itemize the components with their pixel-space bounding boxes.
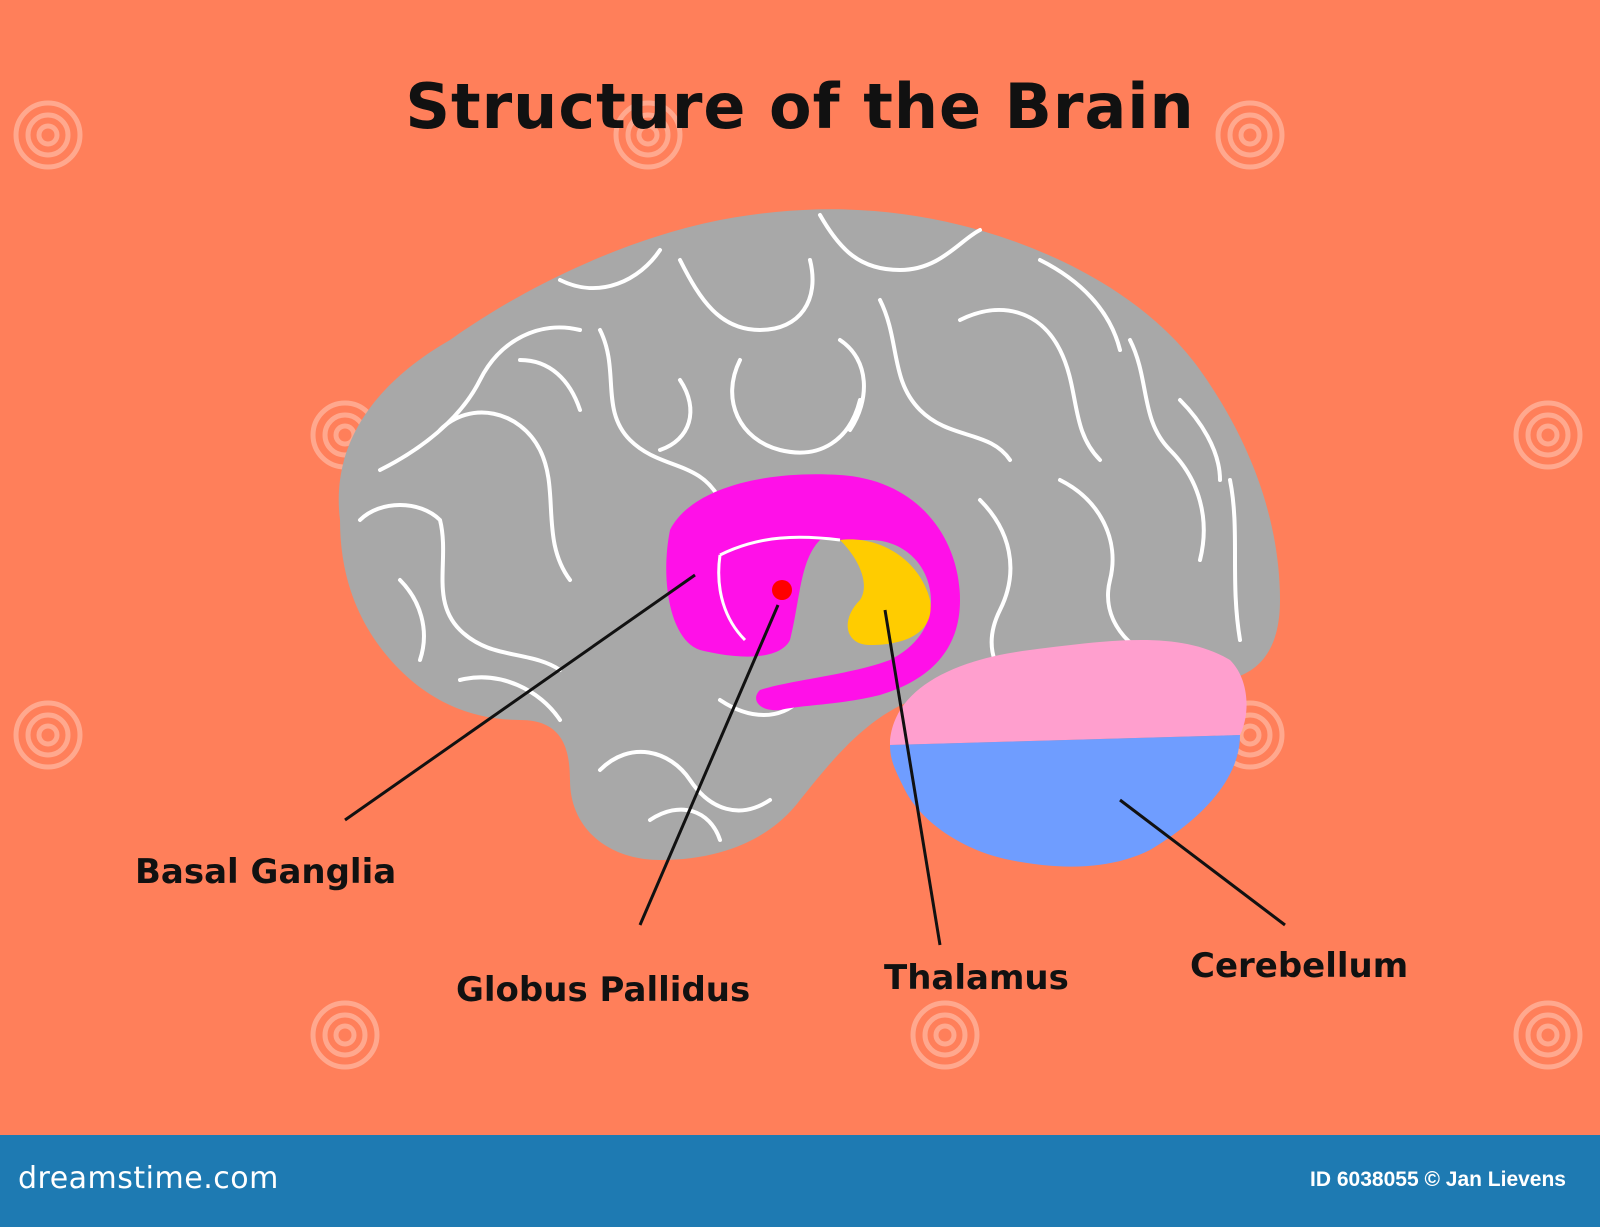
- gyri-lines: [358, 213, 1242, 842]
- leader-globus-pallidus: [638, 604, 780, 926]
- globus-pallidus-dot: [772, 580, 792, 600]
- brain-illustration: [13, 100, 1583, 1070]
- leader-thalamus: [883, 609, 942, 946]
- cerebellum-top-shape: [890, 640, 1247, 745]
- basal-ganglia-shape: [666, 474, 960, 711]
- footer-site-name[interactable]: dreamstime.com: [18, 1161, 279, 1196]
- label-thalamus: Thalamus: [884, 958, 1069, 998]
- footer-bar: dreamstime.com ID 6038055 © Jan Lievens: [0, 1135, 1600, 1227]
- leader-lines: [344, 573, 1286, 946]
- cerebellum-bottom-shape: [890, 735, 1240, 867]
- label-globus-pallidus: Globus Pallidus: [456, 970, 751, 1010]
- label-cerebellum: Cerebellum: [1190, 946, 1409, 986]
- thalamus-shape: [840, 539, 931, 645]
- diagram-title: Structure of the Brain: [405, 70, 1195, 143]
- leader-basal-ganglia: [344, 573, 696, 822]
- footer-image-credit: ID 6038055 © Jan Lievens: [1310, 1168, 1566, 1191]
- leader-cerebellum: [1119, 798, 1286, 927]
- putamen-outline: [717, 535, 841, 642]
- label-basal-ganglia: Basal Ganglia: [135, 852, 397, 892]
